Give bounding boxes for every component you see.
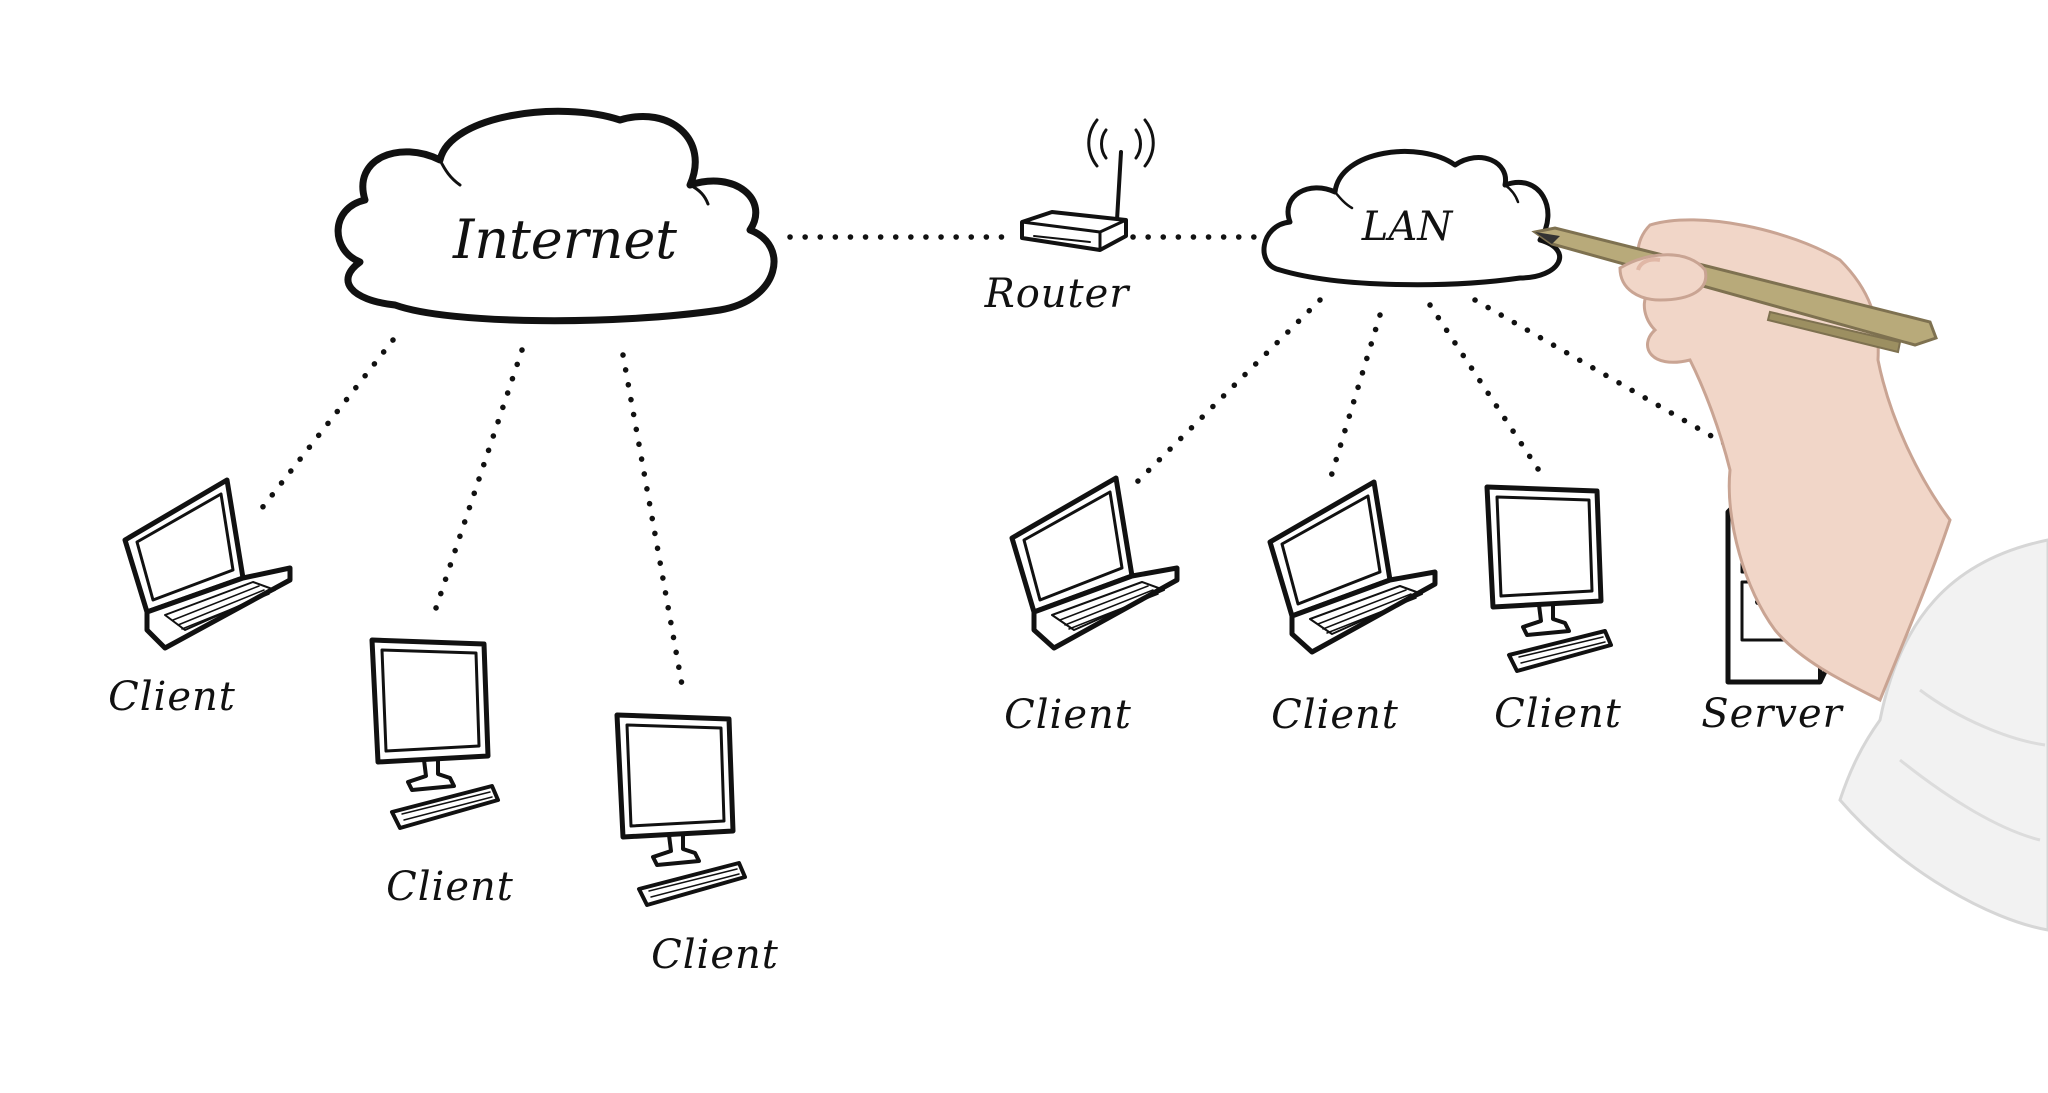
client-label: Client <box>1494 691 1622 737</box>
edge-lan-client-1 <box>1134 297 1323 485</box>
lan-client-2-node: Client <box>1267 479 1438 738</box>
internet-client-1-node: Client <box>108 477 293 720</box>
internet-client-2-node: Client <box>369 637 514 910</box>
client-label: Client <box>1004 692 1132 738</box>
desktop-computer-icon <box>1484 484 1613 673</box>
edge-lan-client-2 <box>1327 312 1383 483</box>
laptop-icon <box>122 477 293 651</box>
cloud-icon <box>1261 149 1563 288</box>
edge-lan-server <box>1472 297 1730 448</box>
router-node: Router <box>984 118 1155 317</box>
hand-with-pen-icon <box>1531 218 2048 932</box>
desktop-computer-icon <box>369 637 500 830</box>
laptop-icon <box>1009 475 1180 651</box>
edge-lan-client-3 <box>1427 302 1543 475</box>
connections <box>259 234 1730 688</box>
internet-client-3-node: Client <box>614 712 779 978</box>
lan-client-1-node: Client <box>1004 475 1180 738</box>
edge-internet-client-3 <box>620 352 685 688</box>
internet-node: Internet <box>334 107 778 325</box>
client-label: Client <box>651 932 779 978</box>
edge-internet-client-1 <box>259 337 396 511</box>
lan-label: LAN <box>1361 204 1454 250</box>
cloud-icon <box>334 107 778 325</box>
client-label: Client <box>108 674 236 720</box>
client-label: Client <box>386 864 514 910</box>
internet-label: Internet <box>452 208 677 271</box>
desktop-computer-icon <box>614 712 747 907</box>
laptop-icon <box>1267 479 1438 655</box>
edge-internet-client-2 <box>429 347 525 623</box>
lan-node: LAN <box>1261 149 1563 288</box>
router-icon <box>1020 118 1155 252</box>
lan-client-3-node: Client <box>1484 484 1622 737</box>
client-label: Client <box>1271 692 1399 738</box>
server-label: Server <box>1701 691 1844 737</box>
router-label: Router <box>984 271 1132 317</box>
